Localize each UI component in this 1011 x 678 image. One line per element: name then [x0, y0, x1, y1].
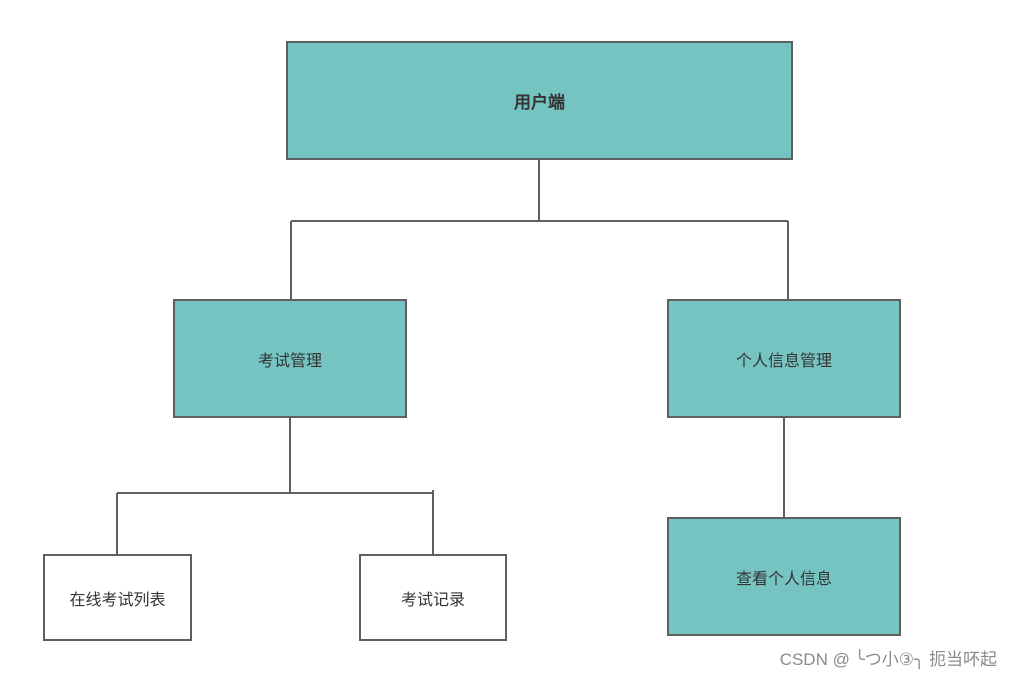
node-user-client-label: 用户端 [514, 93, 565, 113]
node-online-exam-list-label: 在线考试列表 [69, 589, 166, 609]
node-view-personal-info: 查看个人信息 [667, 517, 901, 636]
node-exam-records-label: 考试记录 [400, 589, 465, 609]
watermark-text: CSDN @ ╰つ小③╮ 扼当吥起 [779, 650, 997, 669]
node-online-exam-list: 在线考试列表 [43, 554, 192, 641]
node-exam-management-label: 考试管理 [257, 350, 322, 370]
node-personal-info-management: 个人信息管理 [667, 299, 901, 418]
node-user-client: 用户端 [286, 41, 793, 160]
node-exam-management: 考试管理 [173, 299, 407, 418]
node-view-personal-info-label: 查看个人信息 [735, 568, 832, 588]
node-personal-info-management-label: 个人信息管理 [735, 350, 832, 370]
node-exam-records: 考试记录 [359, 554, 507, 641]
